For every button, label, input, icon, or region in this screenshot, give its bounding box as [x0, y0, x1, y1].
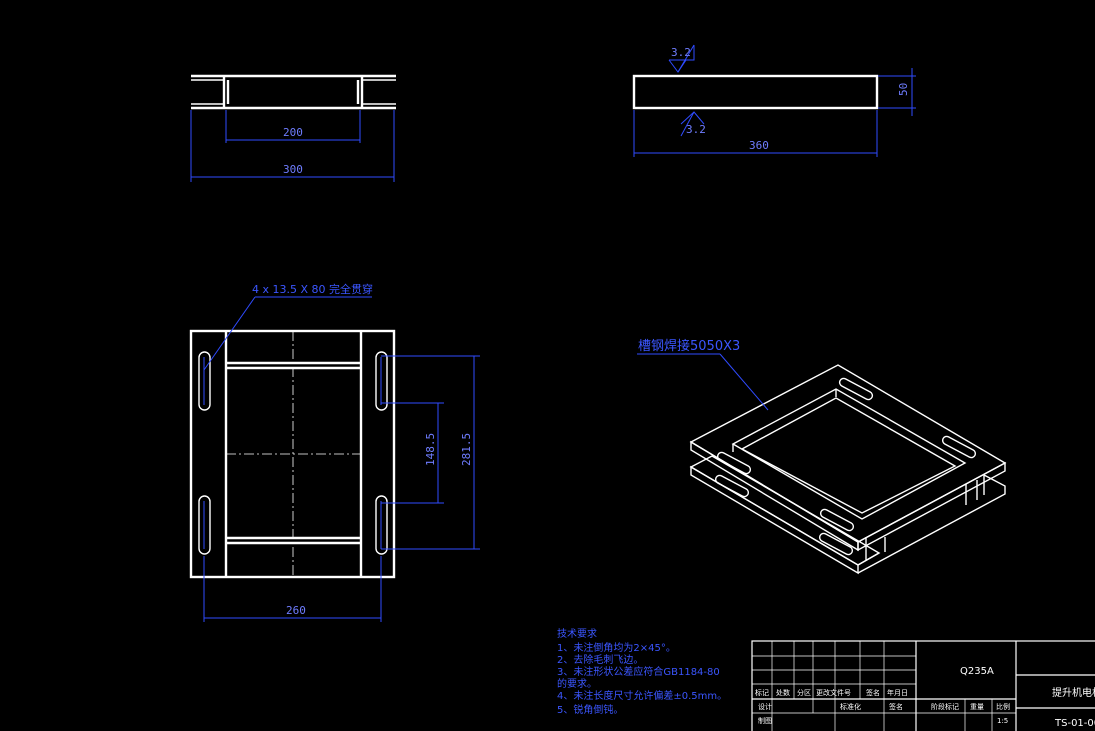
tb-scale: 1:5 [997, 717, 1008, 725]
slot [714, 474, 750, 498]
slot [716, 451, 752, 475]
tech-item: 的要求。 [557, 677, 597, 690]
tb-label: 制图 [758, 716, 772, 725]
tb-label: 签名 [889, 702, 903, 711]
weld-callout: 槽钢焊接5050X3 [638, 338, 740, 354]
tech-item: 2、去除毛刺飞边。 [557, 653, 643, 666]
side-view: 50 360 3.2 3.2 [632, 44, 916, 157]
tb-label: 分区 [797, 688, 811, 697]
slot [941, 435, 977, 459]
dim-50: 50 [897, 83, 910, 96]
slot-callout: 4 x 13.5 X 80 完全贯穿 [252, 282, 373, 296]
slot [818, 532, 854, 556]
plan-view: 281.5 148.5 260 4 x 13.5 X 80 完全贯穿 [189, 282, 480, 622]
slot [198, 495, 211, 555]
slot [838, 377, 874, 401]
tb-label: 签名 [866, 688, 880, 697]
part-name: 提升机电机 [1052, 686, 1095, 699]
dim-148-5: 148.5 [424, 433, 437, 466]
tb-label: 比例 [996, 702, 1010, 711]
tb-label: 阶段标记 [931, 702, 959, 711]
tb-label: 更改文件号 [816, 688, 851, 697]
dim-260: 260 [286, 604, 306, 617]
tb-label: 标记 [755, 688, 769, 697]
tech-title: 技术要求 [557, 627, 597, 640]
slot [198, 351, 211, 411]
tb-label: 设计 [758, 702, 772, 711]
dim-360: 360 [749, 139, 769, 152]
tech-item: 4、未注长度尺寸允许偏差±0.5mm。 [557, 689, 727, 702]
slot [375, 495, 388, 555]
dim-281-5: 281.5 [460, 433, 473, 466]
front-view: 200 300 [190, 74, 396, 182]
tb-label: 处数 [776, 688, 790, 697]
material-label: Q235A [960, 666, 994, 677]
tech-item: 3、未注形状公差应符合GB1184-80 [557, 665, 720, 678]
technical-requirements: 技术要求 1、未注倒角均为2×45°。 2、去除毛刺飞边。 3、未注形状公差应符… [557, 627, 727, 716]
slot [375, 351, 388, 411]
weld-symbol-top: 3.2 [671, 46, 691, 59]
weld-symbol-bottom: 3.2 [686, 123, 706, 136]
dim-300: 300 [283, 163, 303, 176]
tb-label: 年月日 [887, 688, 908, 697]
tb-label: 重量 [970, 703, 984, 711]
dim-200: 200 [283, 126, 303, 139]
tb-label: 标准化 [840, 702, 861, 711]
isometric-view: 槽钢焊接5050X3 [637, 338, 1007, 575]
slot [819, 508, 855, 532]
drawing-number: TS-01-00 [1054, 718, 1095, 729]
tech-item: 1、未注倒角均为2×45°。 [557, 641, 676, 654]
tech-item: 5、锐角倒钝。 [557, 703, 623, 716]
title-block: 标记 处数 分区 更改文件号 签名 年月日 设计 标准化 签名 阶段标记 重量 … [751, 640, 1095, 731]
